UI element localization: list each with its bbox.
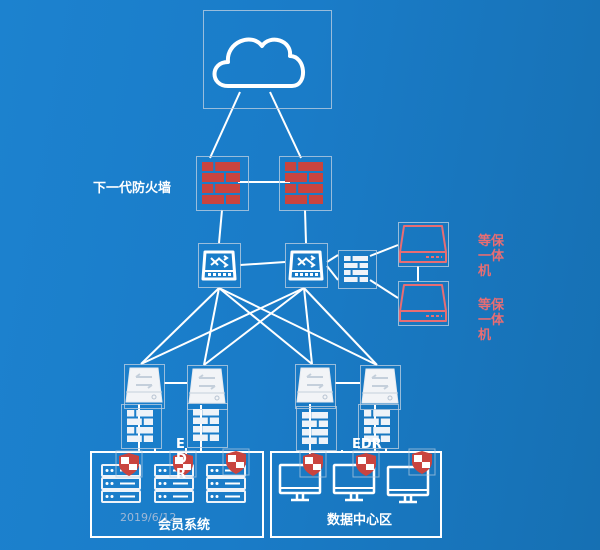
ngfw-label: 下一代防火墙 bbox=[93, 181, 172, 196]
firewall-icon-zfw3 bbox=[296, 406, 337, 451]
edge-cloud-fw1 bbox=[209, 91, 241, 159]
firewall-icon-fw2 bbox=[279, 156, 332, 211]
edr-label-left: EDR bbox=[176, 437, 187, 482]
edge-cloud-fw2 bbox=[269, 91, 302, 159]
firewall-icon-zfw1 bbox=[121, 404, 162, 449]
edge-core2-acc1 bbox=[140, 287, 305, 365]
shield-icon bbox=[352, 450, 380, 478]
firewall-icon-side-fw bbox=[338, 250, 377, 289]
access-switch-icon-acc2 bbox=[187, 365, 228, 410]
shield-icon bbox=[408, 448, 436, 476]
edge-core1-acc2 bbox=[203, 287, 220, 366]
shield-icon bbox=[115, 450, 143, 478]
edge-core1-core2 bbox=[239, 261, 286, 266]
date-stamp: 2019/6/12 bbox=[120, 511, 177, 524]
zone-frame-member bbox=[90, 451, 264, 538]
edge-core1-acc1 bbox=[140, 287, 220, 365]
edge-core2-acc4 bbox=[303, 287, 378, 366]
compliance-label-2: 等保一体机 bbox=[478, 298, 505, 343]
edge-core1-acc4 bbox=[218, 287, 378, 366]
shield-icon bbox=[299, 450, 327, 478]
access-switch-icon-acc4 bbox=[360, 365, 401, 410]
appliance-icon-compliance2 bbox=[398, 281, 449, 326]
monitor-icon-pc3 bbox=[386, 465, 430, 504]
edge-core1-acc3 bbox=[218, 287, 313, 365]
monitor-icon-pc2 bbox=[332, 463, 376, 502]
firewall-icon-zfw2 bbox=[187, 403, 228, 448]
edge-side-fw-compliance1 bbox=[369, 244, 399, 257]
edge-core2-acc2 bbox=[203, 287, 305, 366]
shield-icon bbox=[222, 448, 250, 476]
edge-side-fw-compliance2 bbox=[369, 279, 399, 299]
edr-shields bbox=[115, 448, 436, 478]
server-icon-srv2 bbox=[154, 464, 194, 503]
edge-core2-side-fw bbox=[326, 254, 339, 263]
edge-fw1-core1 bbox=[218, 209, 223, 244]
zone-frame-datacenter bbox=[270, 451, 442, 538]
cloud-icon-cloud bbox=[203, 10, 332, 109]
firewall-icon-fw1 bbox=[196, 156, 249, 211]
device-nodes bbox=[90, 10, 449, 538]
core-switch-icon-core1 bbox=[198, 243, 241, 288]
zone-label-member: 会员系统 bbox=[158, 518, 211, 533]
compliance-label-1: 等保一体机 bbox=[478, 234, 505, 279]
shield-icon bbox=[169, 450, 197, 478]
edge-core2-side-fw-2 bbox=[326, 265, 339, 281]
zone-label-datacenter: 数据中心区 bbox=[327, 513, 393, 528]
access-switch-icon-acc1 bbox=[124, 364, 165, 409]
edge-fw2-core2 bbox=[304, 209, 307, 244]
access-switch-icon-acc3 bbox=[295, 364, 336, 409]
firewall-icon-zfw4 bbox=[358, 404, 399, 449]
core-switch-icon-core2 bbox=[285, 243, 328, 288]
edge-core2-acc3 bbox=[303, 287, 313, 365]
edr-label-right: EDR bbox=[352, 437, 382, 452]
appliance-icon-compliance1 bbox=[398, 222, 449, 267]
